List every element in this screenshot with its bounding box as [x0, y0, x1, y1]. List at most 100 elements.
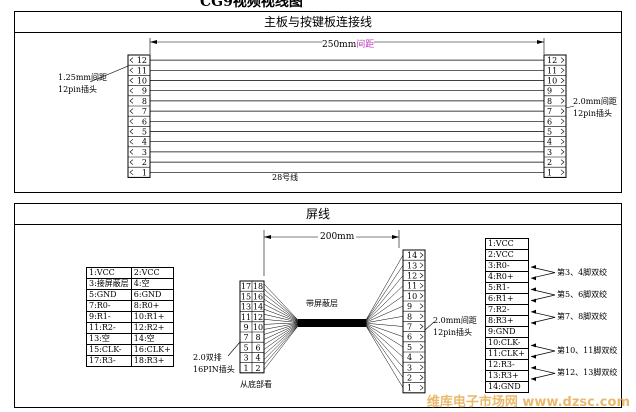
- pin-arrow: [129, 118, 134, 125]
- fan-wire: [263, 283, 299, 321]
- twist-bracket: [530, 367, 556, 380]
- pin-arrow: [419, 333, 424, 340]
- dimension-arrow: [150, 40, 157, 44]
- table-cell: 6:GND: [130, 289, 174, 301]
- fan-wire: [365, 324, 404, 358]
- table-cell: 12:R3-: [485, 359, 529, 371]
- header-pin-number: 7: [243, 333, 248, 342]
- table-row: 14:GND: [485, 381, 529, 393]
- table-row: 12:R3-: [485, 359, 529, 371]
- table-cell: 16:CLK+: [130, 344, 174, 356]
- pin-arrow: [560, 57, 565, 63]
- pin-arrow: [560, 118, 565, 125]
- right-pin-number: 6: [547, 117, 552, 126]
- section2-title: 屏线: [15, 204, 621, 225]
- table-cell: 11:CLK+: [485, 348, 529, 360]
- pin-arrow: [560, 108, 565, 114]
- fan-wire: [263, 325, 299, 370]
- fan-wire: [263, 303, 299, 322]
- note-leader: [565, 105, 575, 109]
- section1-dimension-label: 250mm间距: [322, 37, 375, 50]
- fan-wire: [365, 275, 404, 322]
- table-row: 6:R1+: [485, 293, 529, 305]
- left-pin-number: 3: [142, 148, 147, 157]
- table-cell: 18:R3+: [130, 355, 174, 367]
- table-row: 1:VCC: [485, 238, 529, 250]
- pin-number: 7: [407, 323, 412, 332]
- pin-arrow: [129, 87, 134, 94]
- pin-arrow: [419, 374, 424, 381]
- fan-wire: [263, 319, 299, 323]
- table-row: 2:VCC: [485, 249, 529, 261]
- table-cell: 4:空: [130, 278, 174, 290]
- fan-wire: [365, 295, 404, 323]
- pin-arrow: [129, 57, 134, 63]
- pin-arrow: [419, 364, 424, 371]
- pin-number: 12: [407, 272, 417, 281]
- pin-number: 10: [407, 292, 417, 301]
- twist-bracket: [530, 266, 556, 279]
- fan-wire: [263, 324, 299, 355]
- table-cell: 13:R3+: [485, 370, 529, 382]
- twist-arrow: [531, 365, 536, 381]
- fan-wire: [263, 323, 299, 335]
- pin-arrow: [419, 293, 424, 299]
- pin-arrow: [129, 98, 134, 104]
- table-row: 7:R0-8:R0+: [86, 300, 174, 312]
- table-cell: 6:R1+: [485, 293, 529, 305]
- pin-arrow: [560, 67, 565, 74]
- twist-bracket: [530, 345, 556, 357]
- twist-label: 第3、4脚双绞: [557, 267, 608, 277]
- table-row: 10:CLK-: [485, 337, 529, 349]
- table-row: 15:CLK-16:CLK+: [86, 344, 174, 356]
- table-cell: 7:R2-: [485, 304, 529, 316]
- table-cell: 14:GND: [485, 381, 529, 393]
- note-leader: [424, 321, 435, 331]
- left-pin-number: 8: [142, 97, 147, 106]
- table-cell: 9:R1-: [86, 311, 132, 323]
- right-pin-number: 4: [547, 138, 552, 147]
- header-pin-number: 11: [241, 313, 251, 322]
- header-pin-number: 17: [241, 282, 251, 291]
- pin-number: 5: [407, 343, 412, 352]
- pin-arrow: [419, 282, 424, 289]
- header-pin-number: 14: [253, 303, 263, 312]
- table-row: 7:R2-: [485, 304, 529, 316]
- table-cell: 8:R0+: [130, 300, 174, 312]
- pin-number: 14: [407, 251, 417, 260]
- section2-right-note: 2.0mm间距 12pin插头: [433, 316, 477, 337]
- table-cell: 10:R1+: [130, 311, 174, 323]
- twist-arrow: [531, 287, 536, 303]
- pin-number: 8: [407, 312, 412, 321]
- header-pin-number: 8: [255, 333, 260, 342]
- left-pin-number: 11: [137, 66, 147, 75]
- pin-arrow: [129, 108, 134, 114]
- pin-number: 3: [407, 363, 412, 372]
- header-pin-number: 18: [253, 282, 263, 291]
- fan-wire: [365, 323, 404, 348]
- section1-left-note: 1.25mm间距 12pin插头: [58, 73, 107, 94]
- pin-arrow: [419, 252, 424, 258]
- shield-label: 带屏蔽层: [306, 299, 338, 308]
- dimension-overlay: 间距: [356, 40, 375, 50]
- pin-number: 2: [407, 374, 412, 383]
- table-cell: 13:空: [86, 333, 132, 345]
- pin-arrow: [560, 87, 565, 94]
- pin-arrow: [129, 67, 134, 74]
- table-row: 5:R1-: [485, 282, 529, 294]
- pin-arrow: [560, 169, 565, 176]
- header-pin-number: 4: [255, 354, 260, 363]
- left-pin-number: 5: [142, 128, 147, 137]
- twist-label: 第12、13脚双绞: [557, 368, 618, 378]
- bottom-view-label: 从底部看: [240, 380, 272, 389]
- fan-wire: [263, 324, 299, 350]
- twist-bracket: [530, 311, 556, 324]
- header-pin-number: 16: [253, 292, 263, 301]
- fan-wire: [263, 314, 299, 323]
- note-leader: [227, 341, 241, 357]
- pin-arrow: [419, 262, 424, 269]
- table-cell: 2:VCC: [130, 267, 174, 279]
